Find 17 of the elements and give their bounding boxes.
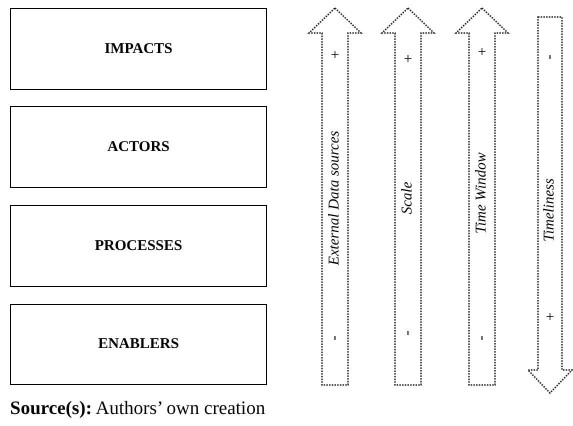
sign-label: + bbox=[546, 310, 554, 326]
label-box: IMPACTS bbox=[10, 8, 267, 90]
sign-label: - bbox=[328, 336, 342, 340]
caption: Source(s): Authors’ own creation bbox=[10, 397, 266, 421]
label-box: ENABLERS bbox=[10, 304, 267, 385]
sign-label: - bbox=[474, 336, 490, 340]
arrow-label: Scale bbox=[400, 182, 416, 214]
sign-label: - bbox=[400, 330, 416, 336]
arrow-label: External Data sources bbox=[328, 130, 342, 266]
label-box: ACTORS bbox=[10, 106, 267, 188]
sign-label: + bbox=[330, 48, 340, 64]
arrow-label: Time Window bbox=[474, 152, 490, 234]
sign-label: + bbox=[404, 52, 412, 68]
arrow-label: Timeliness bbox=[542, 178, 558, 242]
sign-label: - bbox=[542, 54, 558, 60]
sign-label: + bbox=[478, 46, 486, 60]
label-box: PROCESSES bbox=[10, 205, 267, 287]
